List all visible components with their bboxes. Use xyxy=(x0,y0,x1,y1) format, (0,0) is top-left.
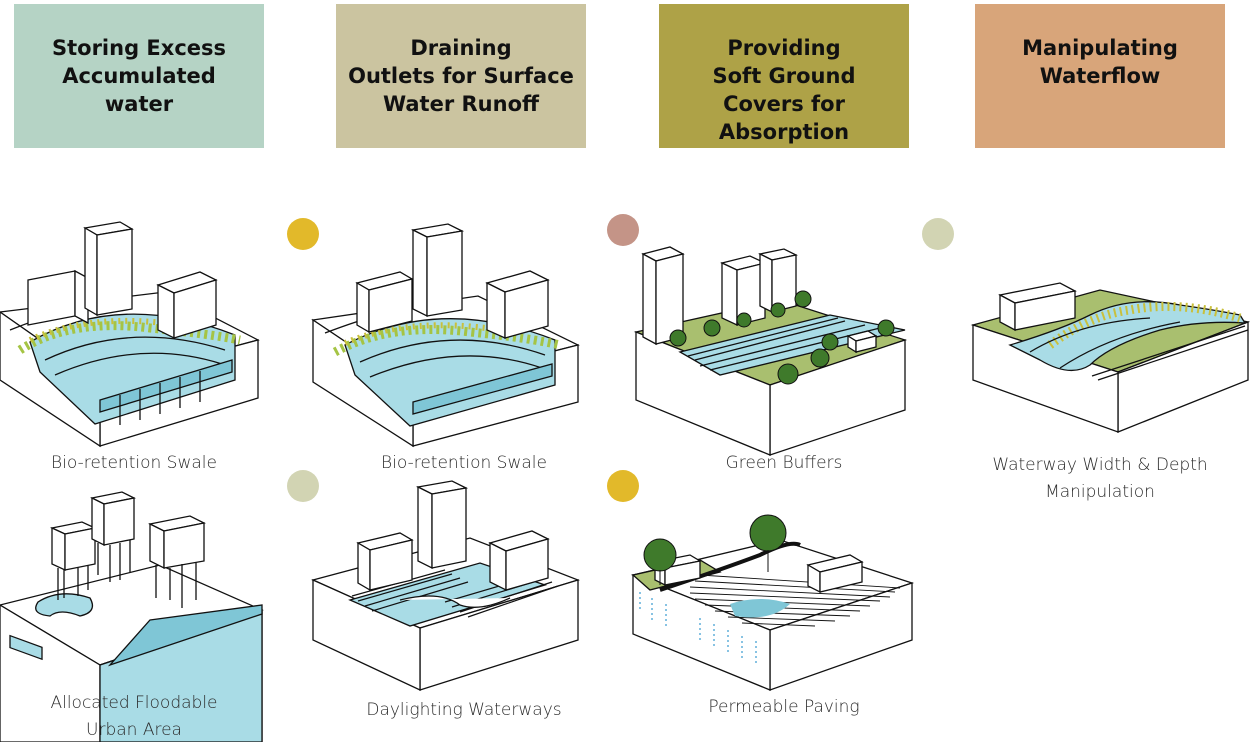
header-soft-ground-covers: Providing Soft Ground Covers for Absorpt… xyxy=(659,4,909,148)
caption-daylighting-waterways: Daylighting Waterways xyxy=(366,700,562,720)
header-line: Outlets for Surface xyxy=(348,64,574,88)
caption-green-buffers: Green Buffers xyxy=(725,453,843,473)
header-line: Water Runoff xyxy=(382,92,540,116)
caption-permeable-paving: Permeable Paving xyxy=(708,697,860,717)
caption-line: Manipulation xyxy=(1045,482,1155,502)
caption-line: Urban Area xyxy=(86,720,182,740)
marker-dot-rose xyxy=(607,214,639,246)
marker-dot-sage xyxy=(922,218,954,250)
marker-dot-yellow xyxy=(287,218,319,250)
floodable-urban-area-illustration xyxy=(0,491,264,742)
header-line: water xyxy=(104,92,174,116)
header-manipulating-waterflow: Manipulating Waterflow xyxy=(975,4,1225,148)
header-storing-excess-water: Storing Excess Accumulated water xyxy=(14,4,264,148)
header-line: Accumulated xyxy=(62,64,216,88)
header-line: Waterflow xyxy=(1039,64,1161,88)
daylighting-waterways-illustration xyxy=(311,480,580,692)
header-line: Providing xyxy=(727,36,841,60)
caption-bio-retention-swale-2: Bio-retention Swale xyxy=(381,453,547,473)
header-line: Covers for xyxy=(723,92,845,116)
caption-waterway-width-depth: Waterway Width & Depth Manipulation xyxy=(970,452,1230,506)
permeable-paving-illustration xyxy=(630,514,915,691)
header-line: Absorption xyxy=(718,120,850,144)
bio-retention-swale-illustration-1 xyxy=(0,221,260,448)
caption-bio-retention-swale-1: Bio-retention Swale xyxy=(51,453,217,473)
waterway-manipulation-illustration xyxy=(970,282,1250,433)
caption-allocated-floodable-urban-area: Allocated Floodable Urban Area xyxy=(4,690,264,744)
marker-dot-yellow xyxy=(607,470,639,502)
green-buffers-illustration xyxy=(633,246,908,456)
header-line: Manipulating xyxy=(1022,36,1178,60)
header-line: Storing Excess xyxy=(51,36,227,60)
caption-line: Allocated Floodable xyxy=(50,693,218,713)
header-draining-outlets: Draining Outlets for Surface Water Runof… xyxy=(336,4,586,148)
marker-dot-sage xyxy=(287,470,319,502)
header-line: Draining xyxy=(410,36,512,60)
bio-retention-swale-illustration-2 xyxy=(311,223,580,448)
caption-line: Waterway Width & Depth xyxy=(992,455,1208,475)
header-line: Soft Ground xyxy=(712,64,856,88)
